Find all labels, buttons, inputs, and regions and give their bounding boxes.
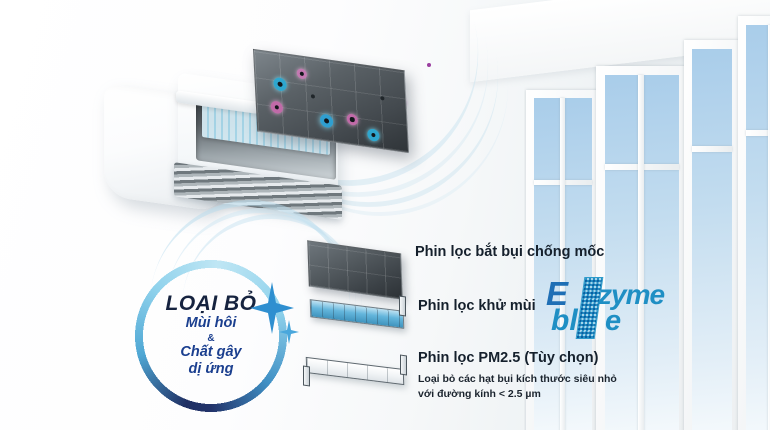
filter-cap [303,365,310,387]
logo-text-zyme: zyme [598,279,665,310]
logo-text-e: e [605,305,622,337]
filter-sub-pm25-line2: với đường kính < 2.5 µm [418,388,541,400]
filter-sub-pm25-line1: Loại bỏ các hạt bụi kích thước siêu nhỏ [418,373,617,385]
filter-label-deodorising: Phin lọc khử mùi [418,298,536,314]
removal-claim-badge: LOẠI BỎ Mùi hôi & Chất gây dị ứng [118,243,304,429]
badge-line-3: dị ứng [188,361,234,378]
badge-title: LOẠI BỎ [165,291,257,315]
filter-label-dust: Phin lọc bắt bụi chống mốc [415,244,605,260]
particle-dot [427,63,431,67]
badge-ampersand: & [207,332,215,344]
badge-ring [118,243,304,429]
filter-cap [400,354,407,376]
sparkle-icon-small [279,320,299,344]
logo-text-bl: bl [551,304,578,337]
sparkle-icon [250,282,294,334]
filter-label-pm25: Phin lọc PM2.5 (Tùy chọn) [418,350,599,366]
badge-line-1: Mùi hôi [185,314,237,331]
window-wall [524,0,770,430]
logo-letter-e-capital: E [546,275,569,312]
filter-cap [399,295,406,317]
badge-line-2: Chất gây [180,343,242,360]
enzyme-blue-logo: E zyme bl e [545,275,695,339]
